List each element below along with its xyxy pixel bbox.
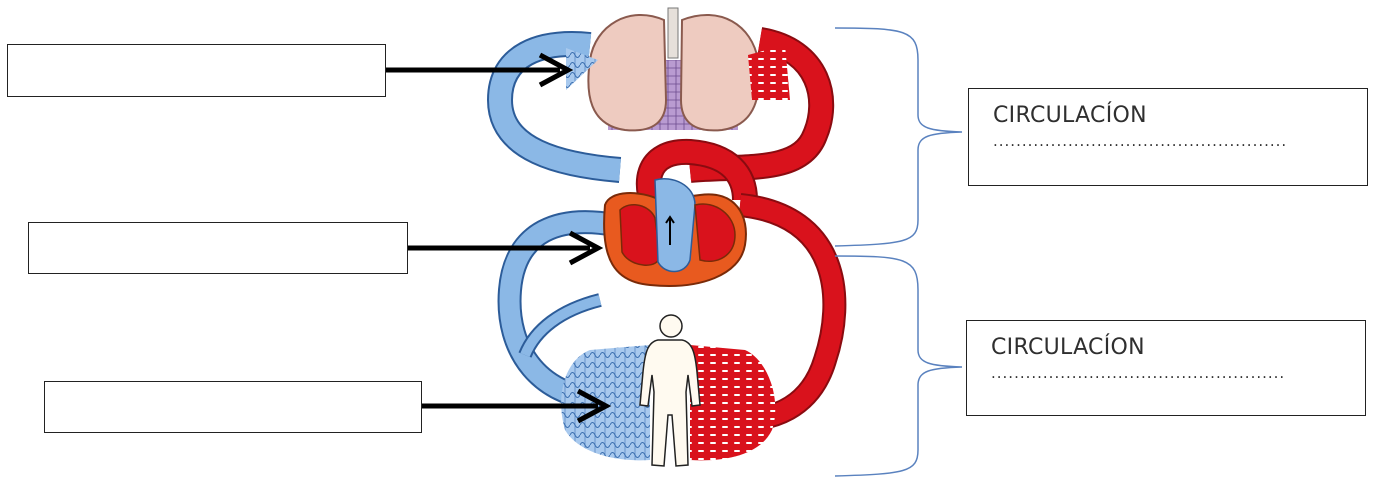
lower-circulation-blank[interactable]: ........................................… [991, 364, 1365, 382]
upper-circulation-blank[interactable]: ........................................… [993, 132, 1367, 150]
answer-box-heart[interactable] [28, 222, 408, 274]
upper-circulation-label[interactable]: CIRCULACÍON ............................… [968, 88, 1368, 186]
answer-box-lungs[interactable] [7, 44, 386, 97]
lower-circulation-title: CIRCULACÍON [991, 335, 1365, 360]
lungs [566, 8, 790, 130]
lower-circulation-label[interactable]: CIRCULACÍON ............................… [966, 320, 1366, 416]
heart [604, 179, 746, 286]
answer-box-body[interactable] [44, 381, 422, 433]
upper-bracket [835, 28, 962, 246]
lower-bracket [835, 256, 962, 476]
arrow-to-heart [408, 233, 598, 263]
upper-circulation-title: CIRCULACÍON [993, 103, 1367, 128]
